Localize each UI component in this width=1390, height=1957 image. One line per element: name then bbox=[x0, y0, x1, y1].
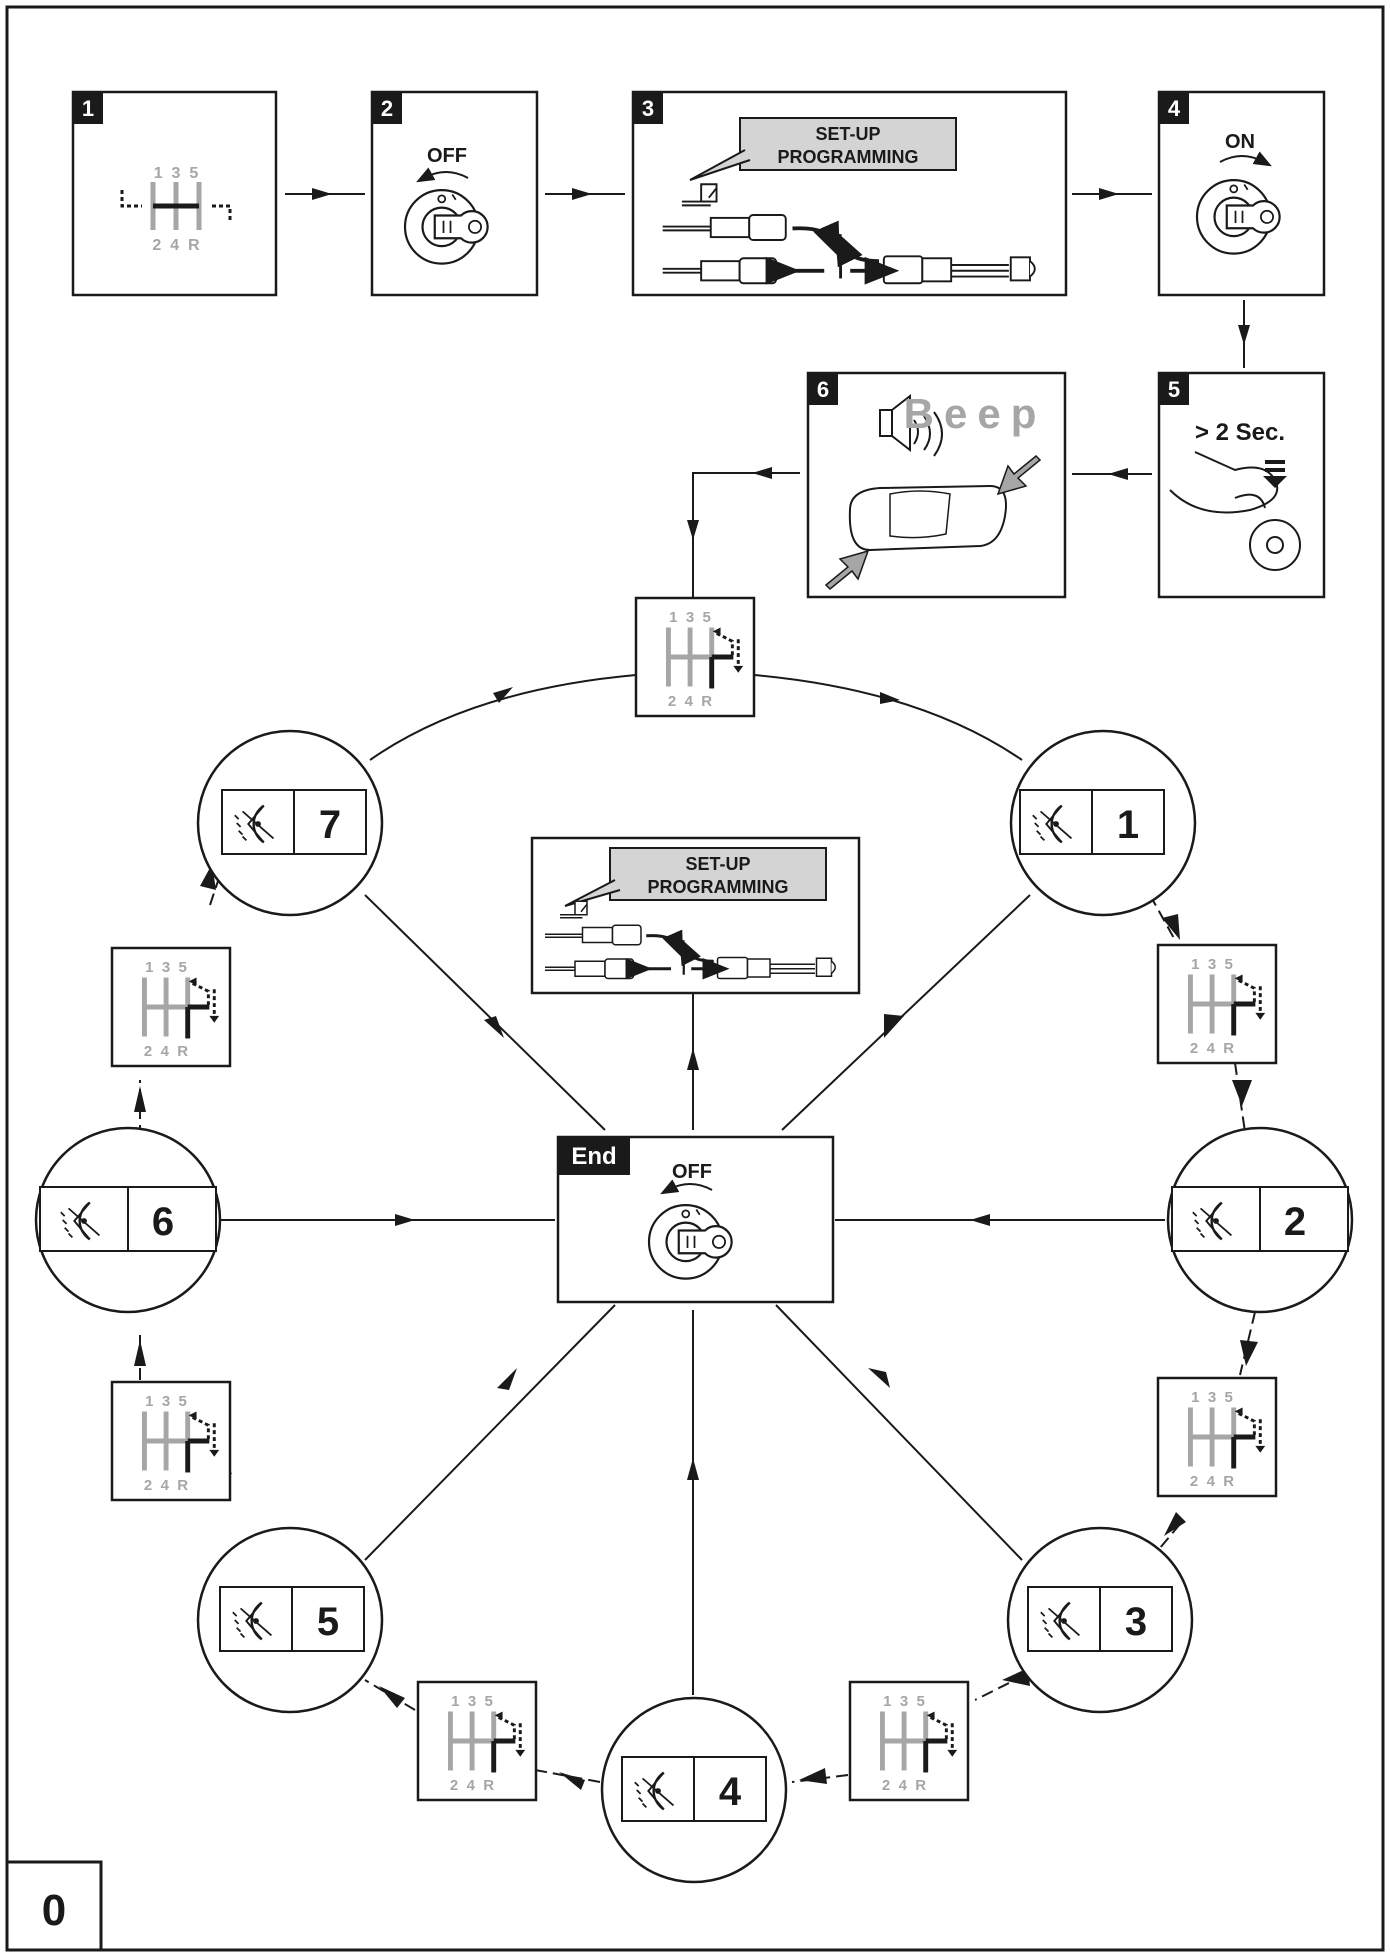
check-circle-5: 5 bbox=[196, 1526, 384, 1714]
step-4-number: 4 bbox=[1168, 96, 1181, 121]
step-6-beep-confirmation: 6 Beep bbox=[806, 371, 1067, 599]
check-circle-3-number: 3 bbox=[1125, 1600, 1147, 1644]
gear-box-left-1: 1 3 5 2 4 R bbox=[110, 946, 232, 1068]
step-6-number: 6 bbox=[817, 377, 829, 402]
check-circle-2-number: 2 bbox=[1284, 1200, 1306, 1244]
gear-box-left-1-top: 1 3 5 bbox=[145, 959, 187, 976]
check-circle-4-number: 4 bbox=[719, 1770, 742, 1814]
step-4-on-label: ON bbox=[1225, 131, 1255, 153]
gear-box-right-1-bottom: 2 4 R bbox=[1190, 1040, 1234, 1057]
check-circle-4: 4 bbox=[600, 1696, 788, 1884]
gear-box-left-1-bottom: 2 4 R bbox=[144, 1043, 188, 1060]
check-circle-7: 7 bbox=[196, 729, 384, 917]
gear-box-left-2-bottom: 2 4 R bbox=[144, 1477, 188, 1494]
step-3-setup-programming: 3 SET-UP PROGRAMMING bbox=[631, 90, 1068, 297]
arrow-to-car-top bbox=[996, 454, 1042, 496]
arrow-to-car-bottom bbox=[824, 549, 870, 591]
check-circle-6-number: 6 bbox=[152, 1200, 174, 1244]
gear-box-right-2: 1 3 5 2 4 R bbox=[1156, 1376, 1278, 1498]
gear-box-top: 1 3 5 2 4 R bbox=[634, 596, 756, 718]
check-circle-6: 6 bbox=[34, 1126, 222, 1314]
gear-box-right-1-top: 1 3 5 bbox=[1191, 956, 1233, 973]
step-3-label-line2: PROGRAMMING bbox=[778, 147, 919, 167]
page-number-box: 0 bbox=[5, 1860, 103, 1952]
gear-box-bottom-left-bottom: 2 4 R bbox=[450, 1777, 494, 1794]
gear-box-bottom-right-bottom: 2 4 R bbox=[882, 1777, 926, 1794]
step-2-off-label: OFF bbox=[427, 145, 467, 167]
step-1-number: 1 bbox=[82, 96, 94, 121]
gear-box-top-bottom: 2 4 R bbox=[668, 693, 712, 710]
step-2-number: 2 bbox=[381, 96, 393, 121]
step-5-duration-label: > 2 Sec. bbox=[1195, 419, 1285, 446]
speaker-icon bbox=[879, 393, 943, 457]
step-1-gear-bottom-labels: 2 4 R bbox=[152, 237, 200, 254]
check-circle-5-number: 5 bbox=[317, 1600, 339, 1644]
gear-box-left-2: 1 3 5 2 4 R bbox=[110, 1380, 232, 1502]
end-off-label: OFF bbox=[672, 1161, 712, 1183]
step-4-ignition-on: 4 ON bbox=[1157, 90, 1326, 297]
step-1-gear-neutral: 1 1 3 5 2 4 R bbox=[71, 90, 278, 297]
car-icon bbox=[848, 484, 1007, 552]
check-circle-3: 3 bbox=[1006, 1526, 1194, 1714]
page-number: 0 bbox=[42, 1886, 66, 1935]
gear-box-top-labels: 1 3 5 bbox=[669, 609, 711, 626]
gear-box-right-2-top: 1 3 5 bbox=[1191, 1389, 1233, 1406]
step-3-number: 3 bbox=[642, 96, 654, 121]
end-box: End OFF bbox=[556, 1135, 835, 1304]
gear-box-right-2-bottom: 2 4 R bbox=[1190, 1473, 1234, 1490]
gear-box-bottom-right: 1 3 5 2 4 R bbox=[848, 1680, 970, 1802]
check-circle-2: 2 bbox=[1166, 1126, 1354, 1314]
gear-box-left-2-top: 1 3 5 bbox=[145, 1393, 187, 1410]
gear-box-bottom-left: 1 3 5 2 4 R bbox=[416, 1680, 538, 1802]
step-1-gear-top-labels: 1 3 5 bbox=[154, 165, 199, 182]
center-setup-line1: SET-UP bbox=[685, 854, 750, 874]
step-2-ignition-off: 2 OFF bbox=[370, 90, 539, 297]
end-tag: End bbox=[571, 1143, 616, 1170]
gear-box-bottom-left-top: 1 3 5 bbox=[451, 1693, 493, 1710]
check-circle-7-number: 7 bbox=[319, 803, 341, 847]
page-frame bbox=[5, 5, 1385, 1952]
step-3-label-line1: SET-UP bbox=[815, 124, 880, 144]
step-5-press-button: 5 > 2 Sec. bbox=[1157, 371, 1326, 599]
gear-box-right-1: 1 3 5 2 4 R bbox=[1156, 943, 1278, 1065]
beep-text: Beep bbox=[904, 390, 1047, 437]
check-circle-1-number: 1 bbox=[1117, 803, 1139, 847]
check-circle-1: 1 bbox=[1009, 729, 1197, 917]
gear-box-bottom-right-top: 1 3 5 bbox=[883, 1693, 925, 1710]
center-setup-line2: PROGRAMMING bbox=[648, 877, 789, 897]
step-5-number: 5 bbox=[1168, 377, 1180, 402]
center-setup-box: SET-UP PROGRAMMING bbox=[530, 836, 861, 995]
